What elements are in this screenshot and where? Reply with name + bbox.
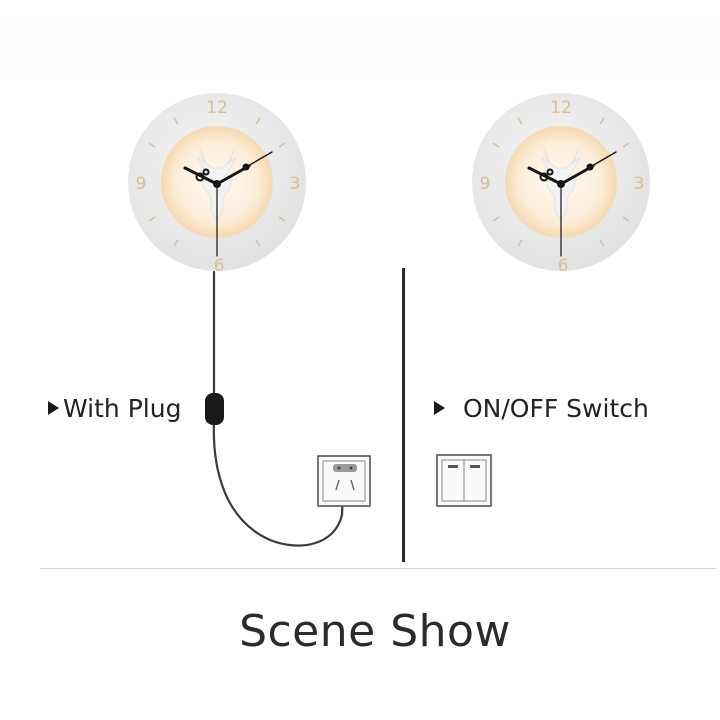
triangle-bullet-icon [434,401,445,415]
wall-switch-icon [436,454,492,507]
left-numeral-6: 6 [214,256,225,276]
with-plug-text: With Plug [63,394,182,423]
left-clock-tick-marks [148,117,286,247]
left-clock: 12 3 6 9 [128,93,306,276]
vertical-divider [402,268,405,562]
left-numeral-9: 9 [136,174,147,194]
right-numeral-12: 12 [550,98,572,118]
with-plug-label: With Plug [48,394,181,424]
right-numeral-3: 3 [634,174,645,194]
right-clock-tick-marks [492,117,630,247]
top-background [0,0,720,80]
right-clock-hands [527,151,617,257]
on-off-switch-text: ON/OFF Switch [463,394,649,423]
left-numeral-12: 12 [206,98,228,118]
power-cable [212,270,345,547]
triangle-bullet-icon [48,401,59,415]
page-title: Scene Show [239,606,511,657]
inline-switch-icon [205,393,224,425]
wall-socket-icon [317,455,371,507]
left-clock-hands [183,151,273,257]
right-numeral-9: 9 [480,174,491,194]
left-numeral-3: 3 [290,174,301,194]
right-clock: 12 3 6 9 [472,93,650,276]
horizontal-divider [40,568,716,569]
right-numeral-6: 6 [558,256,569,276]
on-off-switch-label: ON/OFF Switch [434,394,649,424]
